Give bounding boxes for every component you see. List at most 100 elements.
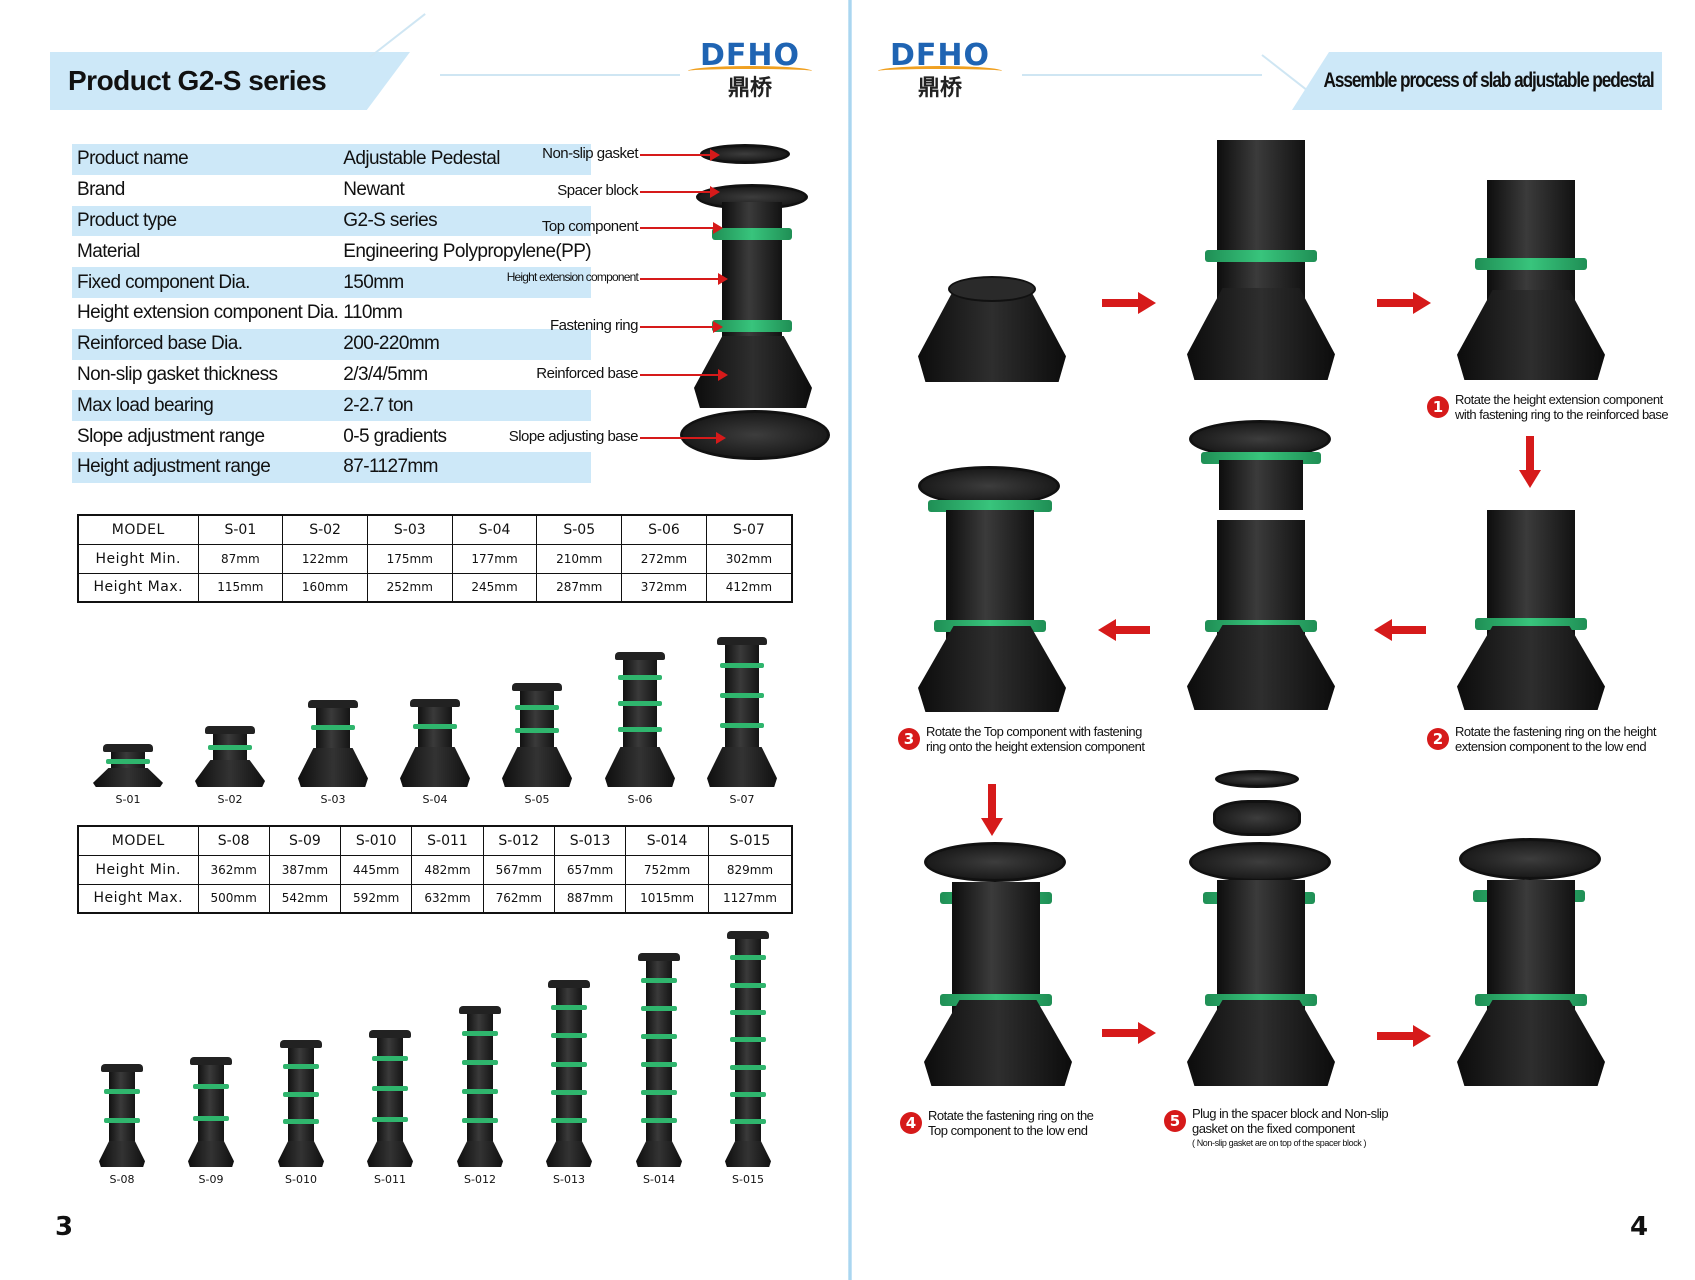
product-item: S-08 bbox=[99, 1064, 145, 1186]
pedestal-image bbox=[367, 1030, 413, 1167]
table-cell: 272mm bbox=[621, 543, 707, 574]
table-cell: 657mm bbox=[553, 854, 627, 885]
callout-arrow bbox=[640, 369, 728, 381]
step-text: extension component to the low end bbox=[1455, 739, 1647, 754]
table-cell: 115mm bbox=[197, 572, 284, 603]
product-item: S-014 bbox=[636, 953, 682, 1186]
step-number: 2 bbox=[1427, 728, 1449, 750]
table-cell: 122mm bbox=[282, 543, 368, 574]
spec-value: Engineering Polypropylene(PP) bbox=[343, 240, 591, 262]
step-text: Rotate the fastening ring on the bbox=[928, 1108, 1094, 1123]
spec-key: Product type bbox=[72, 205, 339, 237]
spec-key: Non-slip gasket thickness bbox=[77, 363, 278, 385]
product-item: S-09 bbox=[188, 1057, 234, 1186]
table-cell: 177mm bbox=[451, 543, 538, 574]
decor-line bbox=[1022, 74, 1262, 76]
step-text: Plug in the spacer block and Non-slip bbox=[1192, 1106, 1389, 1121]
spec-row: Height extension component Dia.110mm bbox=[72, 298, 591, 329]
product-caption: S-013 bbox=[553, 1173, 585, 1186]
row-header: Height Min. bbox=[77, 854, 199, 885]
step-arrow bbox=[1374, 619, 1426, 641]
step-text: Rotate the fastening ring on the height bbox=[1455, 724, 1656, 739]
table-cell: S-07 bbox=[705, 514, 793, 545]
table-cell: 445mm bbox=[340, 854, 413, 885]
logo-text-cn: 鼎桥 bbox=[917, 76, 962, 101]
pedestal-image bbox=[707, 637, 777, 787]
fastening-ring-shape bbox=[712, 228, 792, 240]
pedestal-image bbox=[605, 652, 675, 787]
table-cell: 567mm bbox=[482, 854, 555, 885]
spec-value: 2-2.7 ton bbox=[338, 390, 591, 422]
pedestal-image bbox=[400, 699, 470, 787]
product-item: S-010 bbox=[278, 1040, 324, 1186]
product-item: S-02 bbox=[195, 726, 265, 806]
step-text: Top component to the low end bbox=[928, 1123, 1088, 1138]
spec-key: Brand bbox=[77, 179, 125, 201]
product-item: S-011 bbox=[367, 1030, 413, 1186]
product-caption: S-03 bbox=[320, 793, 346, 806]
step-text: Rotate the height extension component bbox=[1455, 392, 1663, 407]
product-item: S-04 bbox=[400, 699, 470, 806]
pedestal-image bbox=[502, 683, 572, 787]
logo-swoosh-icon bbox=[878, 66, 1002, 76]
spec-value: G2-S series bbox=[338, 205, 591, 237]
table-cell: S-02 bbox=[282, 514, 368, 545]
row-header: MODEL bbox=[77, 514, 199, 545]
table-cell: S-011 bbox=[411, 825, 484, 856]
step-arrow-down bbox=[1519, 436, 1541, 488]
assembly-step-4 bbox=[924, 842, 1072, 1086]
product-item: S-01 bbox=[93, 744, 163, 806]
spec-key: Product name bbox=[72, 144, 339, 175]
table-cell: S-01 bbox=[197, 514, 284, 545]
table-cell: 829mm bbox=[707, 854, 793, 885]
table-cell: S-06 bbox=[621, 514, 707, 545]
table-cell: S-05 bbox=[536, 514, 623, 545]
product-item: S-015 bbox=[725, 931, 771, 1186]
table-cell: 592mm bbox=[340, 883, 413, 914]
assembly-step-0 bbox=[1187, 140, 1337, 380]
product-item: S-07 bbox=[707, 637, 777, 806]
spec-key: Reinforced base Dia. bbox=[72, 328, 339, 360]
product-item: S-013 bbox=[546, 980, 592, 1186]
assembly-step-1 bbox=[1457, 180, 1607, 380]
page-number: 4 bbox=[1630, 1212, 1649, 1242]
step-arrow bbox=[1377, 1025, 1431, 1047]
spec-key: Fixed component Dia. bbox=[72, 267, 339, 298]
callout-arrow bbox=[640, 186, 720, 198]
callout-arrow bbox=[640, 321, 723, 333]
table-cell: S-09 bbox=[268, 825, 342, 856]
assembly-final bbox=[1457, 838, 1607, 1086]
page-number: 3 bbox=[55, 1212, 74, 1242]
spec-value: Adjustable Pedestal bbox=[338, 144, 591, 175]
table-cell: S-03 bbox=[366, 514, 453, 545]
spec-key: Height extension component Dia. bbox=[77, 302, 339, 324]
logo-text-cn: 鼎桥 bbox=[727, 76, 772, 101]
product-caption: S-04 bbox=[422, 793, 448, 806]
spec-row: Reinforced base Dia.200-220mm bbox=[72, 328, 591, 360]
row-header: MODEL bbox=[77, 825, 199, 856]
reinforced-base-illustration bbox=[918, 270, 1066, 382]
product-item: S-012 bbox=[457, 1006, 503, 1186]
spec-key: Max load bearing bbox=[72, 390, 339, 422]
spec-value: 150mm bbox=[338, 267, 591, 298]
right-page: DFHO 鼎桥 Assemble process of slab adjusta… bbox=[852, 0, 1695, 1280]
product-caption: S-010 bbox=[285, 1173, 317, 1186]
callout-label: Slope adjusting base bbox=[508, 428, 639, 445]
right-title-band: Assemble process of slab adjustable pede… bbox=[1292, 52, 1662, 110]
step-arrow bbox=[1102, 1022, 1156, 1044]
spec-value: 110mm bbox=[343, 302, 403, 324]
brand-logo: DFHO 鼎桥 bbox=[870, 30, 1010, 105]
callout-arrow bbox=[640, 432, 726, 444]
